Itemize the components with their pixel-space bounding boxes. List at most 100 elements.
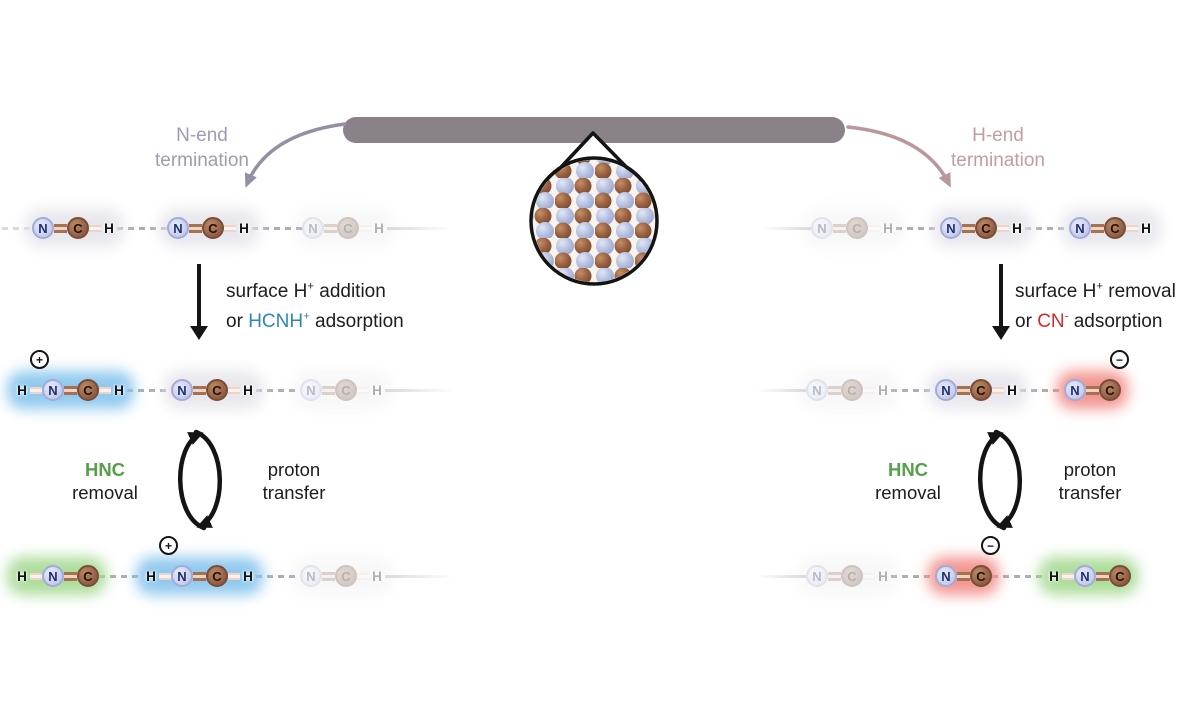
hydrogen-bond-dashes [891,574,935,578]
atom-carbon: C [841,565,863,587]
triple-bond [64,385,77,395]
atom-nitrogen: N [300,565,322,587]
process-left-line1: surface H+ addition [226,277,404,307]
atom-nitrogen: N [935,379,957,401]
atom-nitrogen: N [806,379,828,401]
atom-nitrogen: N [806,565,828,587]
atom-nitrogen: N [171,565,193,587]
single-bond [1062,572,1074,580]
crystal-inset-icon [529,131,659,286]
atom-nitrogen: N [167,217,189,239]
hnc-formula: HNC [887,459,929,480]
chain-lead-dashes [2,226,32,230]
triple-bond [957,385,970,395]
chain-lead-fade [756,574,806,578]
h-end-termination-label: H-end termination [923,123,1073,173]
chain-tail-fade [385,388,455,392]
arrow-head [992,326,1010,340]
negative-charge-icon: − [1110,350,1129,369]
triple-bond [962,223,975,233]
atom-hydrogen: H [239,220,249,236]
transfer-word: transfer [262,481,326,503]
atom-hydrogen: H [1012,220,1022,236]
atom-nitrogen: N [171,379,193,401]
hydrogen-bond-dashes [99,574,143,578]
chain-tail-fade [385,574,455,578]
hnc-removal-label-right: HNC removal [838,459,978,504]
atom-nitrogen: N [42,565,64,587]
atom-nitrogen: N [940,217,962,239]
atom-carbon: C [970,565,992,587]
atom-carbon: C [77,379,99,401]
n-end-line2: termination [155,150,249,171]
arrow-shaft [998,264,1004,326]
atom-hydrogen: H [1049,568,1059,584]
single-bond [992,386,1004,394]
single-bond [224,224,236,232]
atom-carbon: C [206,565,228,587]
process-right-line1: surface H+ removal [1015,277,1176,307]
atom-carbon: C [335,379,357,401]
text-segment: HCNH [248,311,304,332]
text-segment: adsorption [1068,311,1163,332]
atom-hydrogen: H [114,382,124,398]
atom-nitrogen: N [935,565,957,587]
atom-nitrogen: N [811,217,833,239]
triple-bond [54,223,67,233]
single-bond [99,386,111,394]
triple-bond [1096,571,1109,581]
process-left-line2: or HCNH+ adsorption [226,307,404,337]
atom-nitrogen: N [32,217,54,239]
h-end-curved-arrow-icon [846,125,951,188]
single-bond [863,386,875,394]
hydrogen-bond-dashes [117,226,167,230]
hydrogen-bond-dashes [1025,226,1069,230]
text-segment: or [226,311,249,332]
atom-carbon: C [1104,217,1126,239]
atom-carbon: C [335,565,357,587]
n-end-curved-arrow-icon [244,122,347,188]
proton-word: proton [1063,459,1117,480]
atom-hydrogen: H [146,568,156,584]
atom-carbon: C [337,217,359,239]
hydrogen-bond-dashes [896,226,940,230]
atom-hydrogen: H [243,382,253,398]
atom-carbon: C [846,217,868,239]
text-segment: addition [313,281,386,302]
positive-charge-icon: + [30,350,49,369]
text-segment: or [1015,311,1038,332]
triple-bond [322,385,335,395]
hydrogen-bond-dashes [127,388,171,392]
n-end-termination-label: N-end termination [127,123,277,173]
triple-bond [189,223,202,233]
triple-bond [193,571,206,581]
hydrogen-bond-dashes [1020,388,1064,392]
atom-nitrogen: N [1069,217,1091,239]
triple-bond [64,571,77,581]
cycle-arrows-left-icon [178,429,222,531]
single-bond [997,224,1009,232]
arrow-head [190,326,208,340]
atom-carbon: C [202,217,224,239]
chain-tail-fade [387,226,452,230]
hydrogen-bond-dashes [891,388,935,392]
process-text-right: surface H+ removal or CN- adsorption [1015,277,1176,337]
atom-hydrogen: H [883,220,893,236]
down-arrow-left-icon [189,264,209,340]
atom-hydrogen: H [243,568,253,584]
negative-charge-icon: − [981,536,1000,555]
atom-nitrogen: N [1064,379,1086,401]
text-segment: + [303,310,310,323]
